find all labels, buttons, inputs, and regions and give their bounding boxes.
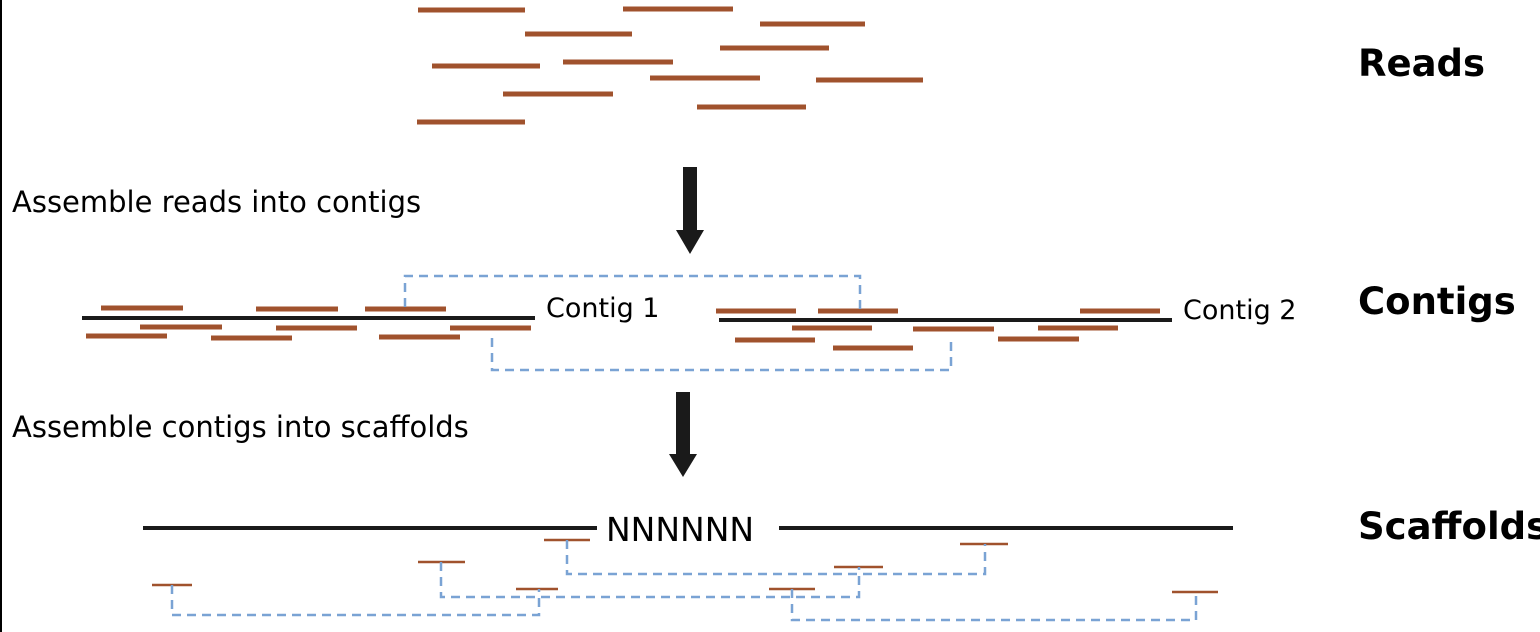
arrows-layer [669, 167, 704, 477]
arrow-head [669, 454, 697, 477]
arrow-shaft [676, 392, 690, 454]
scaffold-gap-label: NNNNNN [606, 510, 755, 549]
scaffold-link [565, 540, 987, 576]
contig-1-label: Contig 1 [546, 293, 660, 324]
arrow-head [676, 230, 704, 254]
stage-label-scaffolds: Scaffolds [1358, 505, 1540, 548]
pair-link-bottom [490, 338, 953, 372]
step-label-assemble-reads: Assemble reads into contigs [12, 185, 422, 219]
arrow-shaft [683, 167, 697, 230]
scaffold-link [790, 589, 1198, 622]
pair-link-top [403, 274, 862, 309]
stage-label-reads: Reads [1358, 42, 1486, 85]
reads-layer [417, 6, 923, 125]
step-label-assemble-contigs: Assemble contigs into scaffolds [12, 410, 469, 444]
stage-label-contigs: Contigs [1358, 280, 1516, 323]
scaffold-link [439, 562, 861, 599]
contig-2-label: Contig 2 [1183, 295, 1297, 326]
scaffold-link [170, 585, 541, 617]
contigs-layer [82, 274, 1172, 372]
scaffolds-layer [143, 526, 1233, 622]
left-border [0, 0, 2, 632]
